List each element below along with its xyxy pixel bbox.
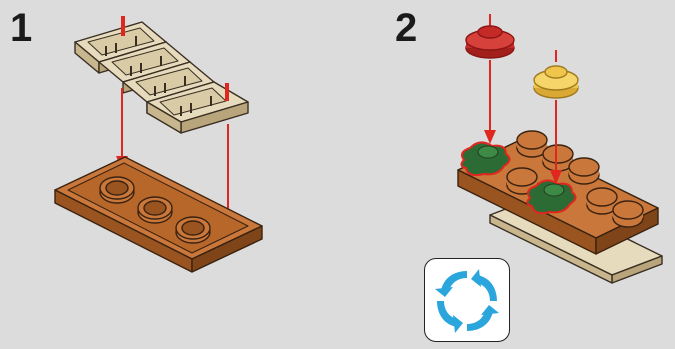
red-round-plate [465, 25, 515, 59]
tan-tiles-2x2 [74, 16, 249, 134]
plate-tube [175, 216, 211, 244]
yellow-round-plate [533, 65, 579, 99]
brown-stud [586, 187, 618, 215]
placement-arrows [484, 14, 562, 184]
tan-tile [74, 16, 167, 74]
brown-plate-2x4 [54, 156, 263, 273]
step-2-number: 2 [395, 6, 418, 50]
brown-stud [516, 130, 548, 158]
step-1-number: 1 [10, 6, 33, 50]
plate-tube [137, 196, 173, 224]
rotate-model-button[interactable] [424, 258, 510, 342]
rotate-model-icon [435, 269, 499, 333]
tan-tile [146, 81, 249, 134]
step-2-illustration [340, 0, 675, 344]
green-round-plate [526, 179, 577, 215]
brown-stud [568, 157, 600, 185]
brown-stud [612, 200, 644, 228]
green-round-plate [460, 141, 511, 177]
brown-stud [542, 144, 574, 172]
plate-tube [99, 176, 135, 204]
step-1-illustration [0, 0, 340, 344]
